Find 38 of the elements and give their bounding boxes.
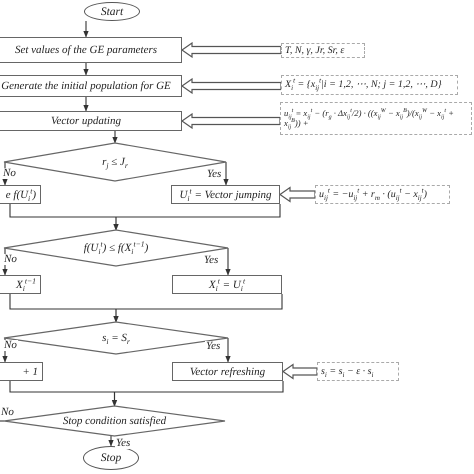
arrow: [225, 338, 231, 363]
edge-label: No: [2, 168, 17, 179]
edge-label: No: [0, 407, 15, 418]
process-box: Vector refreshing: [172, 362, 283, 381]
arrow: [108, 436, 114, 447]
edge-label: No: [3, 254, 18, 265]
hollow-arrow: [278, 186, 316, 203]
arrow: [9, 381, 118, 407]
hollow-arrow: [180, 78, 282, 94]
process-box: U$_{i}$$^{t}$ = Vector jumping: [171, 185, 280, 204]
process-box: Vector updating: [0, 111, 182, 131]
arrow: [112, 131, 118, 144]
arrow: [9, 204, 119, 231]
edge-label: Yes: [203, 255, 220, 266]
process-box: e f(U$_{i}$$^{t}$): [0, 185, 41, 204]
arrow: [83, 97, 89, 112]
formula-box: u$_{ij}$$^{t}$ = x$_{ij}$$^{t}$ − (r$_{g}$ · Δx$_{ij}$$^{t}$/2) · ((x$_{ij}$$^{W}$ − x$_{ij}$$^{B}$)/(x$_{ij}$$^{W}$ − x$_{ij}$$^{t}$ + x$_{ij}$$^{B}$)) +: [280, 102, 472, 135]
terminal-ellipse: Stop: [83, 446, 139, 470]
formula-box: s$_{i}$ = s$_{i}$ − ε · s$_{i}$: [317, 362, 399, 381]
arrow: [83, 63, 89, 76]
hollow-arrow: [282, 363, 318, 380]
arrow: [9, 294, 119, 323]
arrow: [223, 162, 229, 186]
process-box: Set values of the GE parameters: [0, 37, 182, 63]
hollow-arrow: [180, 112, 281, 130]
formula-box: T, N, γ, Jr, Sr, ε: [281, 43, 365, 58]
edge-label: Yes: [205, 341, 222, 352]
formula-box: u$_{ij}$$^{t}$ = −u$_{ij}$$^{t}$ + r$_{m}$ · (u$_{ij}$$^{t}$ − x$_{ij}$$^{t}$): [315, 185, 450, 204]
edge-label: Yes: [115, 438, 132, 449]
formula-box: X$_{i}$$^{t}$ = {x$_{ij}$$^{t}$|i = 1,2, ⋯, N; j = 1,2, ⋯, D}: [281, 75, 458, 95]
terminal-ellipse: Start: [84, 2, 140, 21]
process-box: + 1: [0, 362, 43, 381]
edge-label: Yes: [206, 169, 222, 180]
arrow: [83, 21, 89, 38]
process-box: Generate the initial population for GE: [0, 75, 182, 97]
hollow-arrow: [180, 42, 282, 58]
edge-label: No: [3, 340, 18, 351]
arrow: [225, 248, 231, 276]
